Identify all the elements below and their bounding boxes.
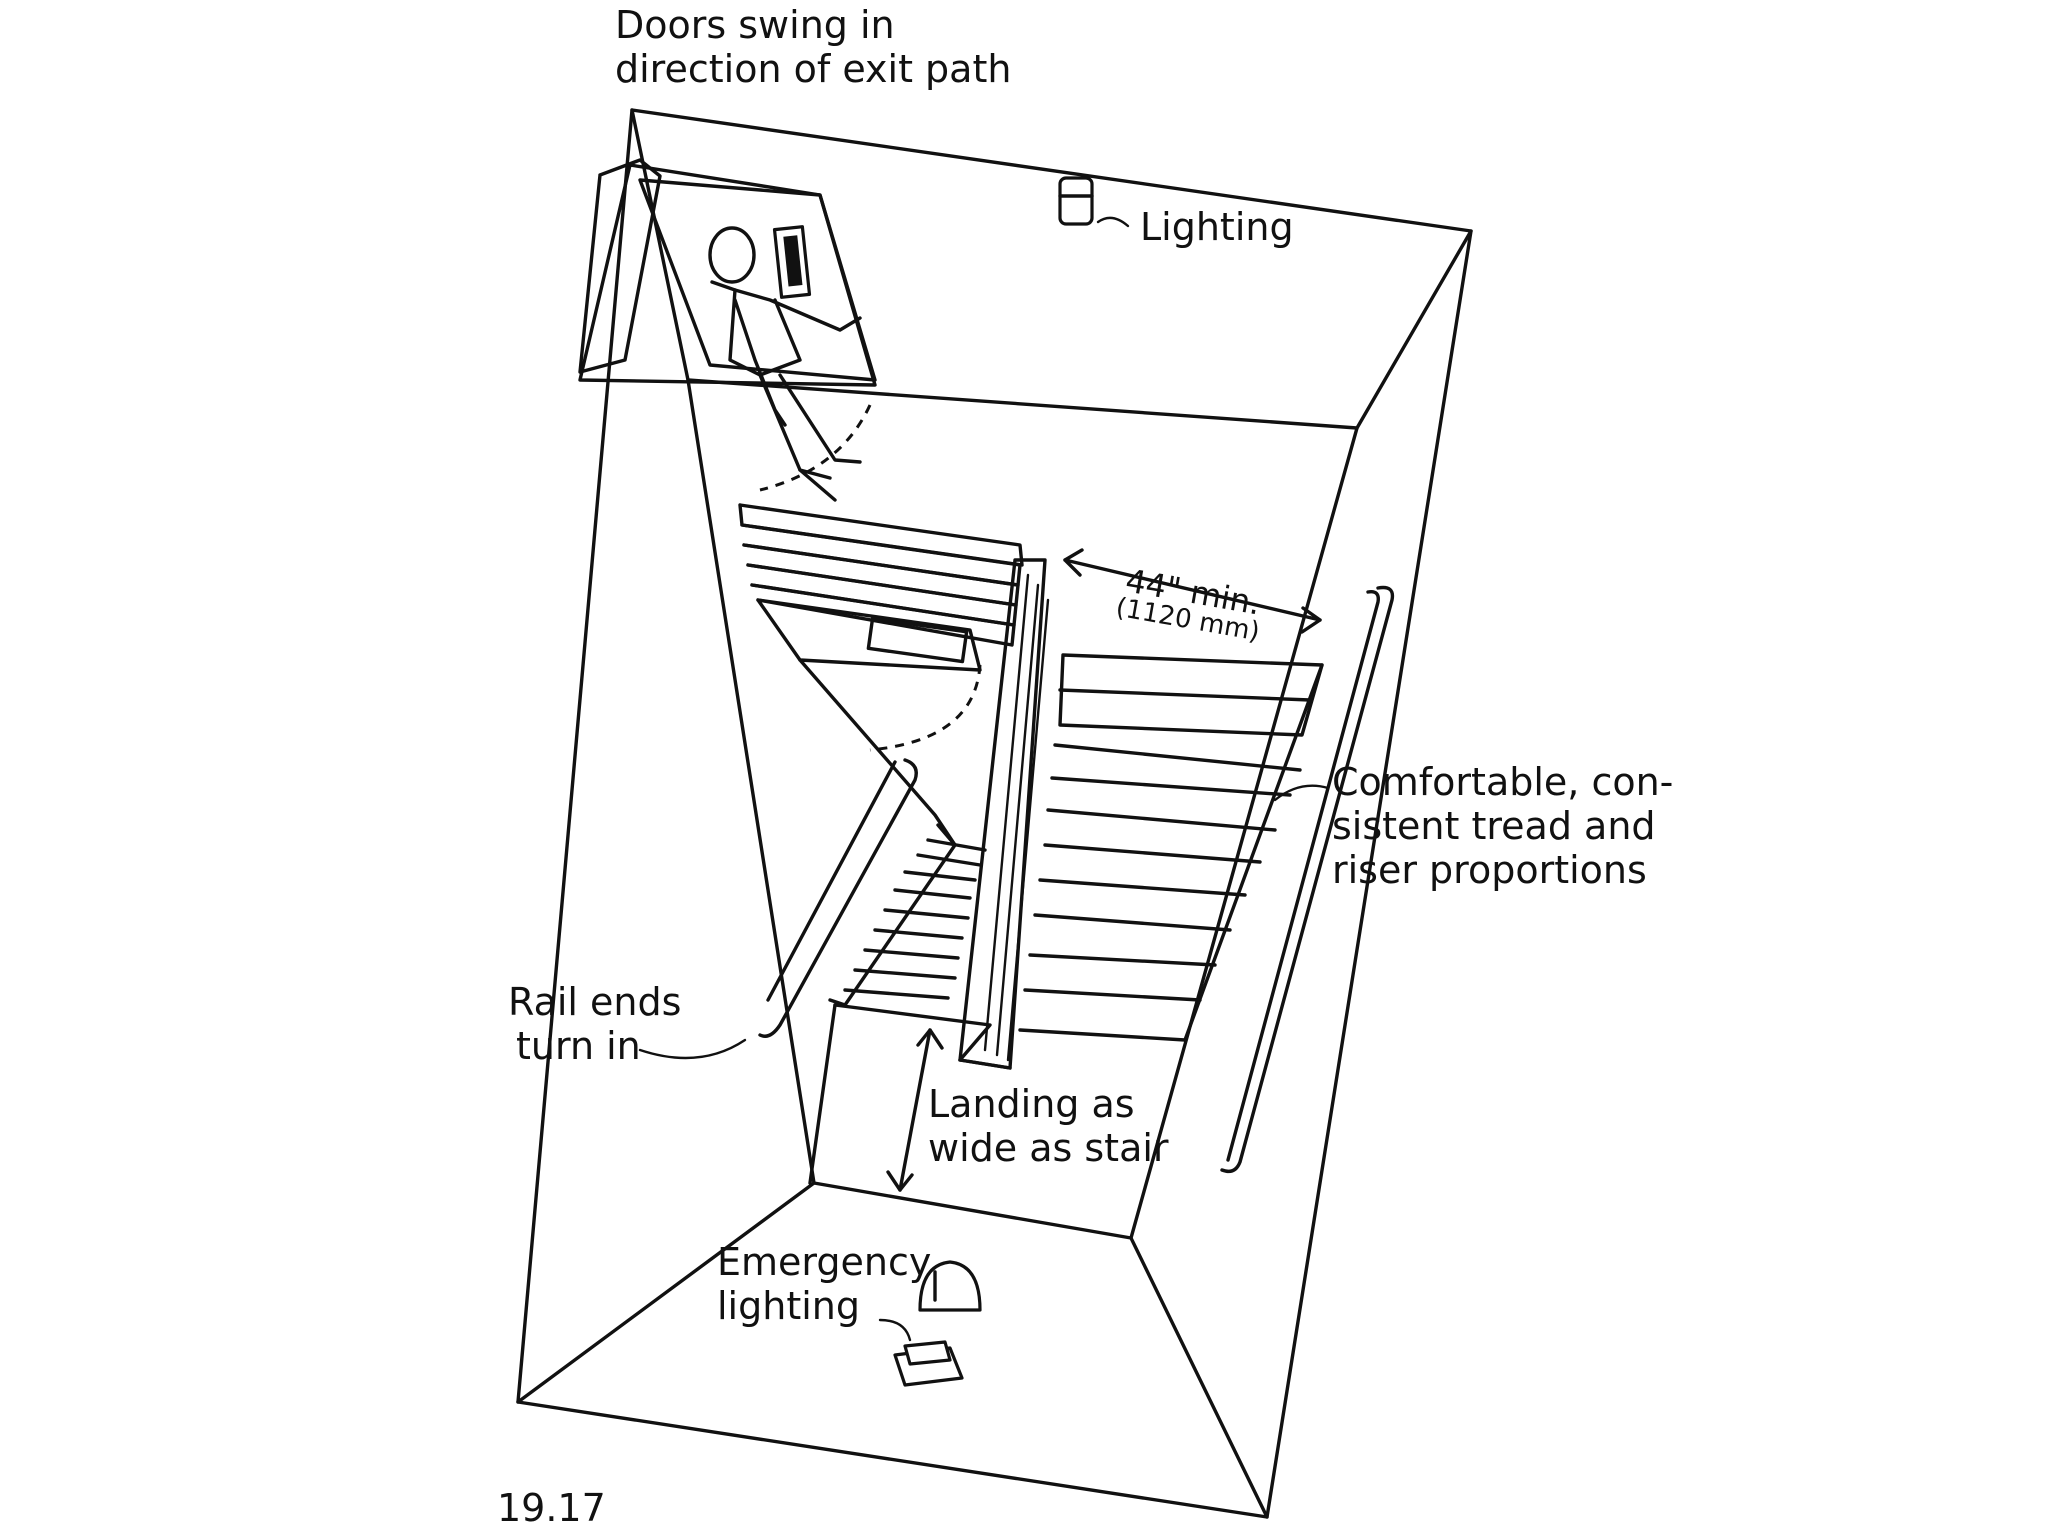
tread-leader [1273,784,1330,802]
emergency-line-1: Emergency [717,1240,932,1284]
tread-label-line-3: riser proportions [1332,848,1647,892]
emergency-light-icon [893,1260,982,1387]
lighting-label: Lighting [1140,205,1294,249]
tread-label-line-2: sistent tread and [1332,804,1656,848]
left-stair-flight [828,823,992,1062]
doors-label: Doors swing in direction of exit path [615,3,1011,91]
doors-label-line-2: direction of exit path [615,47,1012,91]
right-stair-flight [1018,653,1324,1042]
landing-dimension [886,1028,944,1192]
upper-stair-flight [738,503,1024,847]
emergency-line-2: lighting [717,1284,860,1328]
ceiling-light-icon [1058,176,1130,228]
bottom-landing [808,1003,1012,1185]
rail-ends-line-1: Rail ends [508,980,682,1024]
tread-label: Comfortable, con- sistent tread and rise… [1332,760,1673,892]
landing-label: Landing as wide as stair [928,1082,1169,1170]
width-dimension [1063,548,1322,634]
rail-ends-label: Rail ends turn in [508,980,681,1068]
rail-ends-line-2: turn in [516,1024,641,1068]
tread-label-line-1: Comfortable, con- [1332,760,1674,804]
stairwell-shaft [516,108,1473,1519]
rail-leader [638,1038,747,1060]
handrail-icon [758,585,1395,1174]
landing-line-2: wide as stair [928,1126,1169,1170]
emergency-leader [878,1318,912,1342]
door-icon [578,158,877,492]
landing-line-1: Landing as [928,1082,1135,1126]
person-icon [708,226,862,502]
emergency-label: Emergency lighting [717,1240,931,1328]
doors-label-line-1: Doors swing in [615,3,895,47]
figure-number: 19.17 [497,1486,606,1530]
